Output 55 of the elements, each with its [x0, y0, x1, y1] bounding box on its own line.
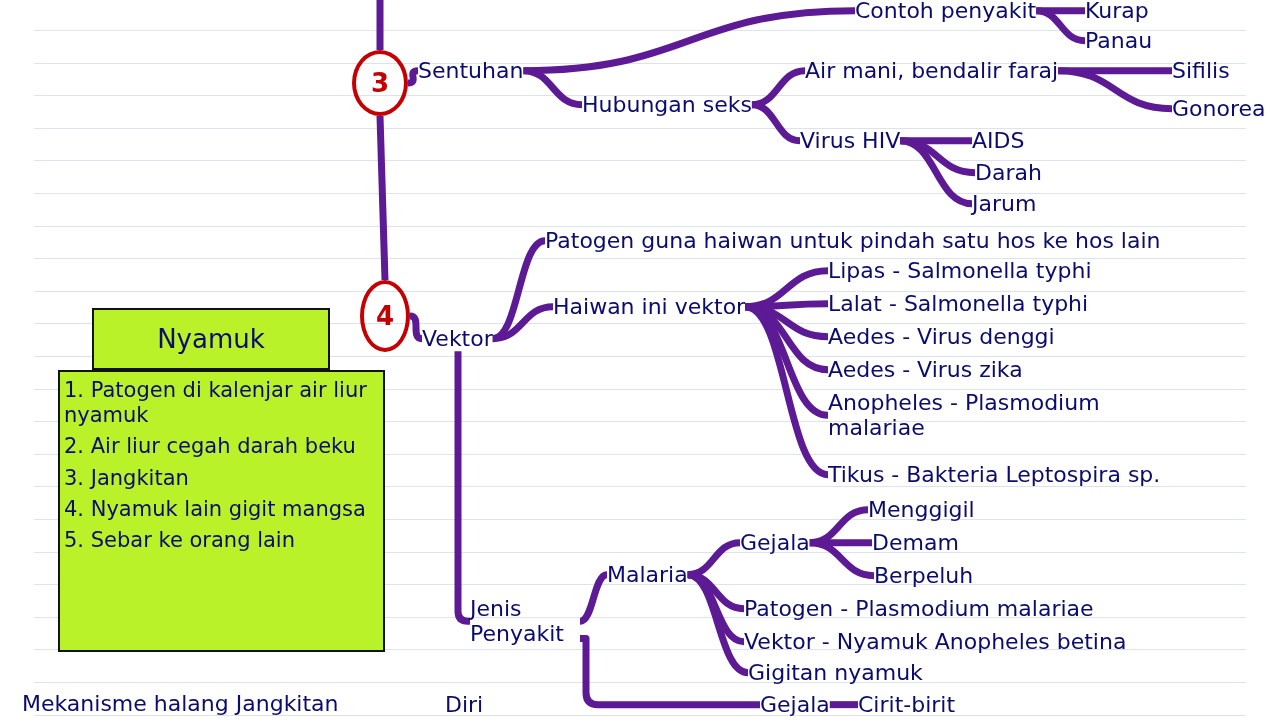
- branch-line: [1035, 7, 1086, 45]
- topic-text: Menggigil: [868, 497, 975, 523]
- title-box: Nyamuk: [92, 308, 330, 370]
- topic-text: Gigitan nyamuk: [748, 660, 923, 686]
- topic-text: Virus HIV: [800, 128, 901, 154]
- branch-line: [376, 115, 389, 281]
- list-item: 2. Air liur cegah darah beku: [64, 434, 357, 460]
- topic-text: Gonorea: [1172, 96, 1266, 122]
- list-item: 4. Nyamuk lain gigit mangsa: [64, 496, 367, 522]
- topic-text: Aedes - Virus denggi: [828, 324, 1055, 350]
- topic-text: Kurap: [1085, 0, 1149, 24]
- topic-text: Tikus - Bakteria Leptospira sp.: [828, 462, 1161, 488]
- branch-line: [751, 101, 801, 145]
- topic-text: Patogen guna haiwan untuk pindah satu hos ke hos lain: [545, 228, 1245, 254]
- branch-line: [899, 137, 973, 208]
- circled-number: 4: [360, 280, 410, 352]
- topic-text: Jarum: [972, 191, 1037, 217]
- list-item: 1. Patogen di kalenjar air liur nyamuk: [64, 378, 368, 429]
- topic-text: Patogen - Plasmodium malariae: [744, 596, 1094, 622]
- topic-text: Haiwan ini vektor: [553, 294, 746, 320]
- note-text: Mekanisme halang Jangkitan: [22, 692, 339, 717]
- list-item: 3. Jangkitan: [64, 465, 190, 491]
- branch-line: [686, 571, 749, 677]
- topic-text: Berpeluh: [874, 563, 974, 589]
- topic-text: Lipas - Salmonella typhi: [828, 258, 1092, 284]
- branch-line: [744, 303, 830, 478]
- topic-text: Sentuhan: [418, 58, 524, 84]
- topic-text: Cirit-birit: [858, 692, 956, 718]
- note-box: [58, 370, 385, 652]
- topic-text: Gejala: [760, 692, 830, 718]
- branch-line: [409, 312, 423, 343]
- topic-text: AIDS: [972, 128, 1025, 154]
- branch-line: [1057, 67, 1173, 113]
- topic-text: Malaria: [607, 562, 688, 588]
- branch-line: [492, 303, 554, 343]
- topic-text: Jenis Penyakit: [470, 596, 580, 647]
- topic-text: Aedes - Virus zika: [828, 357, 1023, 383]
- topic-text: Diri: [445, 692, 484, 718]
- topic-text: Panau: [1085, 28, 1153, 54]
- topic-text: Contoh penyakit: [855, 0, 1037, 24]
- topic-text: Demam: [872, 530, 959, 556]
- topic-text: Lalat - Salmonella typhi: [828, 291, 1089, 317]
- topic-text: Sifilis: [1172, 58, 1230, 84]
- circled-number: 3: [352, 50, 408, 116]
- topic-text: Vektor - Nyamuk Anopheles betina: [744, 629, 1127, 655]
- branch-line: [579, 571, 608, 625]
- topic-text: Darah: [975, 160, 1042, 186]
- topic-text: Vektor: [422, 326, 493, 352]
- topic-text: Hubungan seks: [582, 92, 752, 118]
- branch-line: [407, 67, 419, 87]
- topic-text: Air mani, bendalir faraj: [805, 58, 1059, 84]
- topic-text: Anopheles - Plasmodium malariae: [828, 390, 1178, 441]
- topic-text: Gejala: [740, 530, 810, 556]
- list-item: 5. Sebar ke orang lain: [64, 527, 296, 554]
- branch-line: [809, 539, 875, 580]
